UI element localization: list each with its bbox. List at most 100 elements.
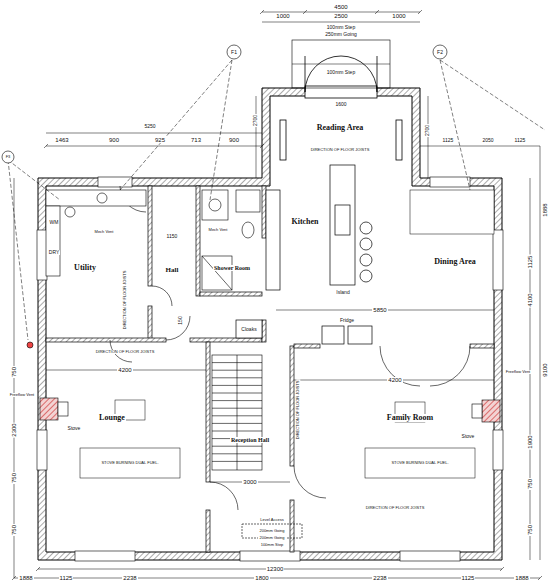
plan-label: 750 bbox=[11, 366, 17, 378]
stair-tread bbox=[212, 461, 262, 462]
dimension-tick bbox=[12, 576, 16, 580]
stair-tread bbox=[212, 393, 262, 394]
plan-label: 100mm Step bbox=[260, 543, 285, 547]
plan-label: Fridge bbox=[339, 318, 355, 323]
plan-label: Level Access bbox=[259, 518, 284, 522]
interior-walls bbox=[46, 186, 494, 552]
sanitary-fittings bbox=[46, 190, 260, 290]
stair-tread bbox=[212, 362, 262, 363]
plan-label: 1125 bbox=[527, 255, 533, 270]
plan-label: 2300 bbox=[11, 422, 17, 437]
plan-label: STOVE BURNING DUAL FUEL. bbox=[100, 461, 159, 465]
plan-label: DIRECTION OF FLOOR JOISTS bbox=[123, 270, 127, 331]
plan-label: F2 bbox=[436, 50, 444, 55]
plan-label: 250mm Going bbox=[324, 32, 357, 37]
dimension-tick bbox=[303, 10, 307, 14]
plan-label: 900 bbox=[108, 137, 120, 143]
stair-tread bbox=[212, 377, 262, 378]
plan-label: Mech Vent bbox=[208, 228, 229, 232]
plan-label: 2500 bbox=[333, 13, 348, 19]
dimension-tick bbox=[500, 567, 504, 571]
stair-tread bbox=[212, 453, 262, 454]
room-name: Dining Area bbox=[433, 258, 476, 266]
plan-label: DIRECTION OF FLOOR JOISTS bbox=[365, 506, 426, 510]
plan-label: 900 bbox=[228, 137, 240, 143]
room-name: Shower Room bbox=[213, 265, 251, 271]
plan-label: WM bbox=[49, 220, 60, 225]
dimension-tick bbox=[36, 567, 40, 571]
drainage-leaders bbox=[8, 60, 545, 340]
plan-label: 925 bbox=[154, 137, 166, 143]
plan-label: 100mm Step bbox=[326, 25, 356, 30]
plan-label: 100mm Step bbox=[326, 70, 356, 75]
room-name: Family Room bbox=[386, 414, 434, 422]
plan-label: 1000 bbox=[275, 13, 290, 19]
kitchen-fittings bbox=[236, 165, 494, 344]
stair-tread bbox=[212, 423, 262, 424]
plan-label: 4100 bbox=[527, 292, 533, 307]
room-name: Kitchen bbox=[290, 218, 319, 226]
plan-label: 150 bbox=[178, 315, 183, 325]
plan-label: 9100 bbox=[542, 362, 548, 377]
plan-label: 5250 bbox=[143, 124, 156, 129]
plan-label: 2238 bbox=[122, 575, 137, 581]
plan-label: DIRECTION OF FLOOR JOISTS bbox=[310, 148, 371, 152]
plan-label: 750 bbox=[527, 524, 533, 536]
dimension-lines bbox=[12, 10, 542, 580]
plan-label: 4200 bbox=[387, 377, 402, 383]
plan-label: 12300 bbox=[266, 566, 285, 572]
plan-label: 4500 bbox=[333, 4, 348, 10]
note-box bbox=[80, 400, 475, 478]
plan-label: 3000 bbox=[242, 479, 257, 485]
plan-label: Mech Vent bbox=[94, 230, 115, 234]
plan-label: 1150 bbox=[166, 234, 179, 239]
stair-tread bbox=[212, 385, 262, 386]
plan-label: 1800 bbox=[254, 575, 269, 581]
plan-label: 750 bbox=[11, 472, 17, 484]
plan-label: 750 bbox=[527, 478, 533, 490]
plan-label: 2700 bbox=[254, 113, 259, 126]
stair-tread bbox=[212, 370, 262, 371]
stair-tread bbox=[212, 408, 262, 409]
room-name: Reception Hall bbox=[230, 437, 270, 443]
plan-label: 1125 bbox=[514, 138, 527, 143]
bay-doors bbox=[280, 40, 402, 160]
dimension-tick bbox=[538, 576, 542, 580]
plan-label: Stove bbox=[67, 426, 82, 431]
plan-label: F3 bbox=[5, 155, 12, 159]
plan-label: 1900 bbox=[527, 434, 533, 449]
plan-label: 2238 bbox=[372, 575, 387, 581]
plan-label: 1888 bbox=[18, 575, 33, 581]
dimension-tick bbox=[260, 144, 264, 148]
plan-label: DIRECTION OF FLOOR JOISTS bbox=[296, 380, 300, 441]
plan-label: STOVE BURNING DUAL FUEL. bbox=[390, 461, 449, 465]
plan-label: Freeflow Vent bbox=[9, 393, 35, 397]
windows bbox=[37, 177, 503, 561]
plan-label: 5850 bbox=[372, 307, 387, 313]
stair-tread bbox=[212, 400, 262, 401]
room-name: Lounge bbox=[98, 414, 126, 422]
plan-label: 1000 bbox=[391, 13, 406, 19]
plan-label: 713 bbox=[190, 137, 202, 143]
room-name: Utility bbox=[73, 264, 97, 272]
plan-label: DIRECTION OF FLOOR JOISTS bbox=[95, 350, 156, 354]
dimension-tick bbox=[260, 10, 264, 14]
room-name: Reading Area bbox=[316, 124, 365, 132]
dimension-tick bbox=[418, 10, 422, 14]
plan-label: Cloaks bbox=[240, 327, 257, 332]
stair-tread bbox=[212, 415, 262, 416]
plan-label: 1600 bbox=[334, 102, 347, 107]
plan-label: 750 bbox=[11, 524, 17, 536]
plan-label: F1 bbox=[230, 50, 238, 55]
stove-symbol bbox=[40, 398, 500, 422]
stair-tread bbox=[212, 446, 262, 447]
room-name: Hall bbox=[165, 267, 180, 274]
dimension-tick bbox=[375, 10, 379, 14]
plan-label: 1125 bbox=[442, 138, 455, 143]
plan-label: 200mm Going bbox=[258, 529, 285, 533]
plan-label: Stove bbox=[461, 434, 476, 439]
dimension-tick bbox=[44, 144, 48, 148]
plan-label: Island bbox=[335, 290, 350, 295]
outer-wall bbox=[38, 88, 502, 560]
plan-label: Freeflow Vent bbox=[505, 370, 531, 374]
